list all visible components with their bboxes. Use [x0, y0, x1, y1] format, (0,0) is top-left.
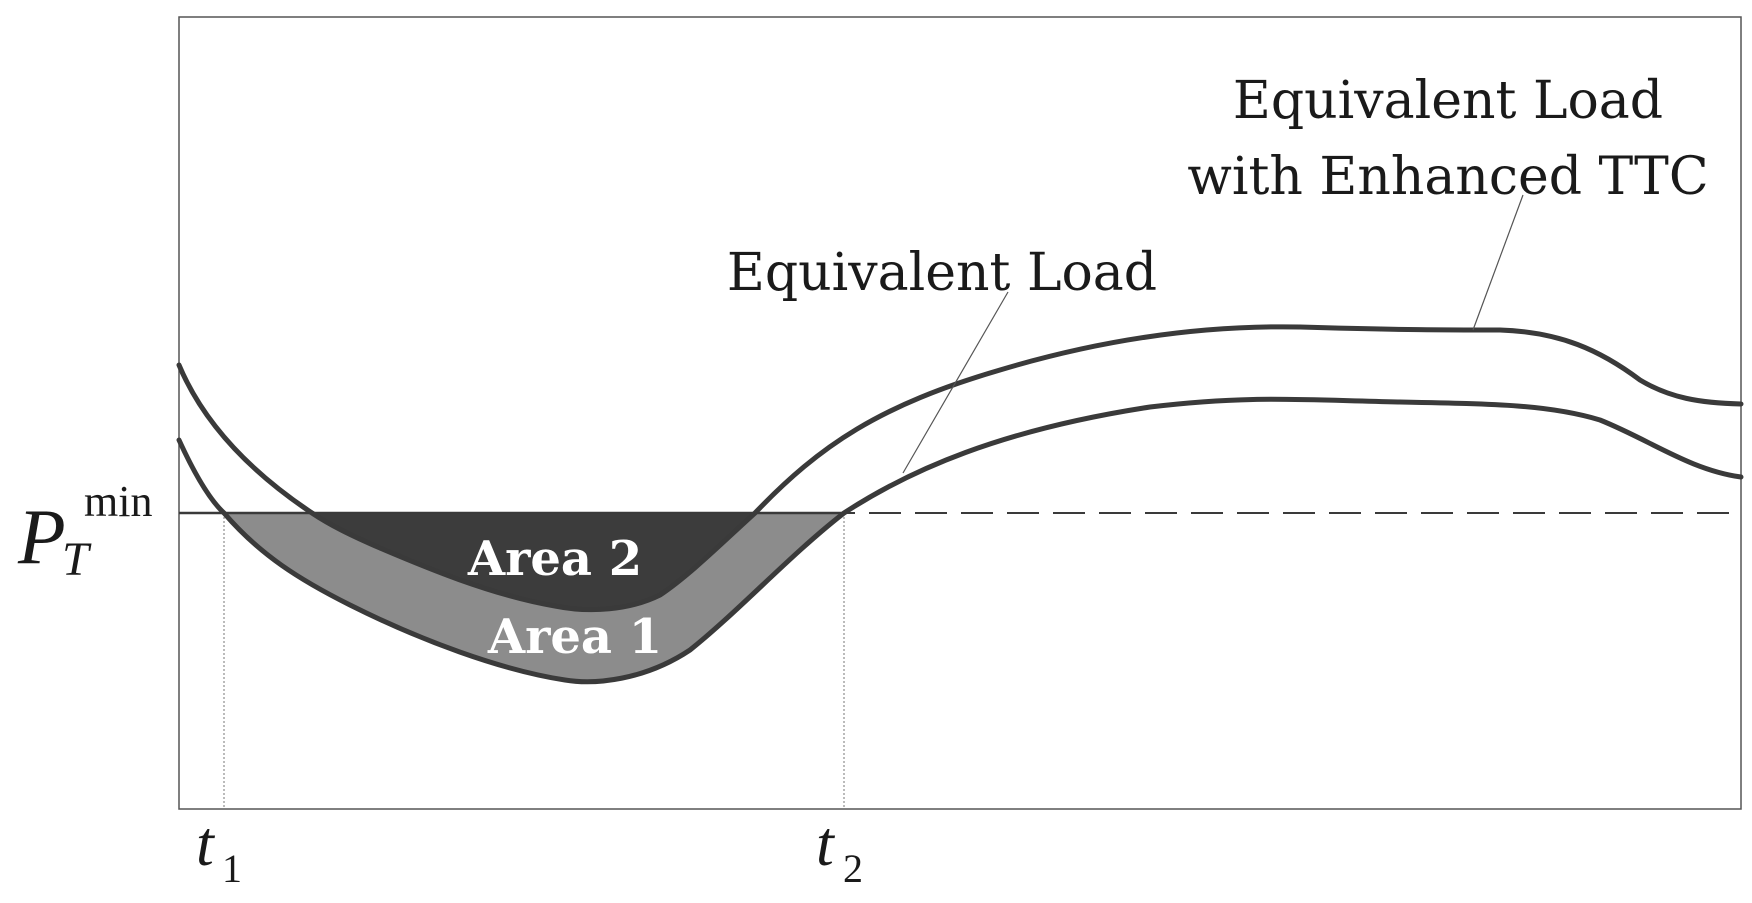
enhanced-ttc-load-curve [176, 324, 1744, 613]
area-2-label: Area 2 [467, 531, 642, 587]
plot-frame [178, 16, 1742, 810]
equivalent-load-label: Equivalent Load [727, 243, 1157, 303]
pmin-superscript: min [84, 477, 152, 526]
t1-symbol: t [196, 808, 216, 879]
equivalent-load-leader [902, 291, 1009, 474]
enhanced-ttc-label-line2: with Enhanced TTC [1187, 147, 1708, 207]
t2-symbol: t [816, 808, 836, 879]
area-1-label: Area 1 [487, 609, 662, 665]
t2-subscript: 2 [843, 846, 863, 891]
pmin-subscript: T [62, 533, 92, 586]
equivalent-load-curve [176, 396, 1744, 685]
t1-subscript: 1 [222, 846, 242, 891]
pmin-symbol: P [17, 493, 66, 580]
area-2-region [312, 513, 755, 610]
enhanced-ttc-leader [1472, 194, 1524, 331]
enhanced-ttc-label-line1: Equivalent Load [1233, 71, 1663, 131]
